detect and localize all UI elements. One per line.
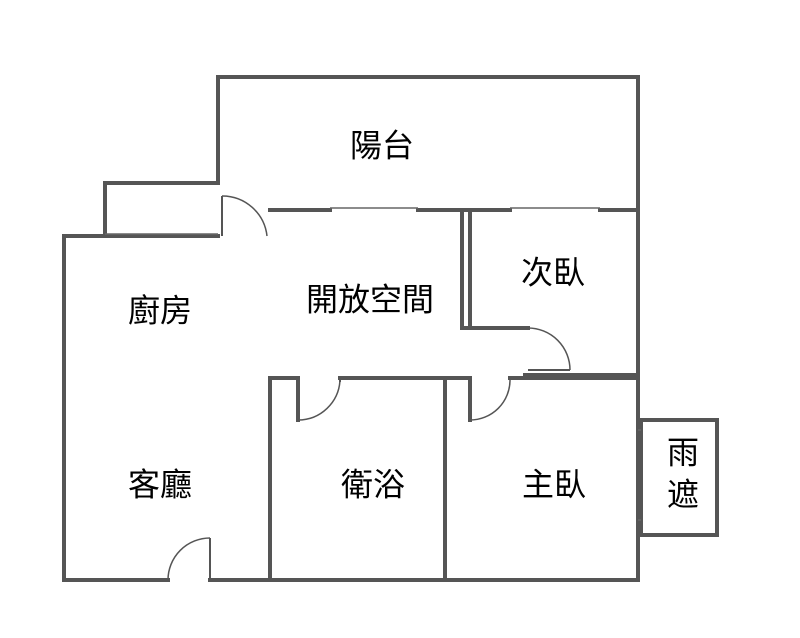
room-label-open-space: 開放空間	[306, 281, 434, 319]
canopy-outline	[639, 418, 719, 537]
door-swing	[221, 195, 268, 237]
room-label-canopy-bottom: 遮	[667, 476, 699, 514]
door-swing	[297, 379, 341, 421]
room-labels: 陽台 廚房 開放空間 次臥 客廳 衛浴 主臥 雨 遮	[128, 127, 699, 514]
room-label-bathroom: 衛浴	[341, 466, 405, 504]
room-label-canopy-top: 雨	[667, 434, 699, 472]
room-label-balcony: 陽台	[350, 127, 414, 165]
walls	[62, 75, 719, 582]
room-label-living-room: 客廳	[128, 466, 192, 504]
door-swing	[527, 327, 571, 371]
room-label-master-bedroom: 主臥	[522, 466, 586, 504]
room-label-second-bedroom: 次臥	[521, 254, 585, 292]
door-swing	[469, 379, 511, 421]
room-label-kitchen: 廚房	[128, 292, 192, 330]
door-swing	[167, 537, 211, 581]
door-swings	[167, 195, 571, 581]
